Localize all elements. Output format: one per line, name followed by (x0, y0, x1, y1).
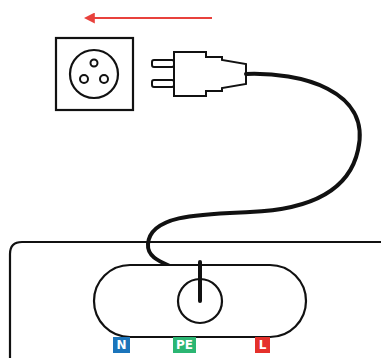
direction-arrow (86, 17, 212, 19)
terminal-tag: N (113, 337, 130, 353)
terminal-label: N (116, 339, 126, 351)
mains-plug (152, 52, 246, 96)
terminal-label: L (259, 339, 267, 351)
terminal-label: PE (176, 339, 193, 351)
terminal-tag: PE (173, 337, 196, 353)
instrument-body (10, 242, 381, 358)
wall-socket (56, 38, 133, 110)
cable-end (198, 262, 202, 301)
terminal-tag: L (255, 337, 270, 353)
